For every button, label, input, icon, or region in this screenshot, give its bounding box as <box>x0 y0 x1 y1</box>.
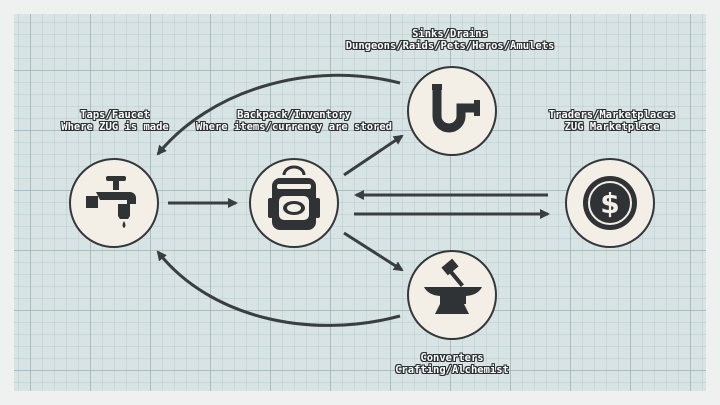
converters-subtitle: Crafting/Alchemist <box>395 364 509 376</box>
edge-sinks-to-taps <box>156 73 401 156</box>
edge-backpack-to-sinks <box>343 134 404 177</box>
sinks-node <box>407 66 497 156</box>
sinks-subtitle: Dungeons/Raids/Pets/Heros/Amulets <box>345 40 555 52</box>
pipe-drain-icon <box>432 84 480 133</box>
taps-title: Taps/Faucet <box>80 109 150 121</box>
traders-label: Traders/Marketplaces ZUG Marketplace <box>522 109 702 133</box>
edge-converters-to-taps <box>156 250 401 327</box>
backpack-title: Backpack/Inventory <box>237 109 351 121</box>
taps-label: Taps/Faucet Where ZUG is made <box>40 109 190 133</box>
traders-title: Traders/Marketplaces <box>548 109 676 121</box>
traders-subtitle: ZUG Marketplace <box>564 121 660 133</box>
backpack-label: Backpack/Inventory Where items/currency … <box>184 109 404 133</box>
backpack-icon <box>268 165 320 230</box>
backpack-subtitle: Where items/currency are stored <box>196 121 392 133</box>
dollar-coin-icon: $ <box>583 176 637 230</box>
sinks-title: Sinks/Drains <box>412 28 488 40</box>
sinks-label: Sinks/Drains Dungeons/Raids/Pets/Heros/A… <box>330 28 570 52</box>
taps-node <box>69 158 159 248</box>
faucet-icon <box>86 176 136 228</box>
taps-subtitle: Where ZUG is made <box>61 121 169 133</box>
converters-title: Converters <box>420 352 484 364</box>
anvil-hammer-icon <box>424 258 482 314</box>
svg-text:$: $ <box>600 187 619 220</box>
edge-backpack-to-converters <box>343 231 404 272</box>
converters-label: Converters Crafting/Alchemist <box>377 352 527 376</box>
